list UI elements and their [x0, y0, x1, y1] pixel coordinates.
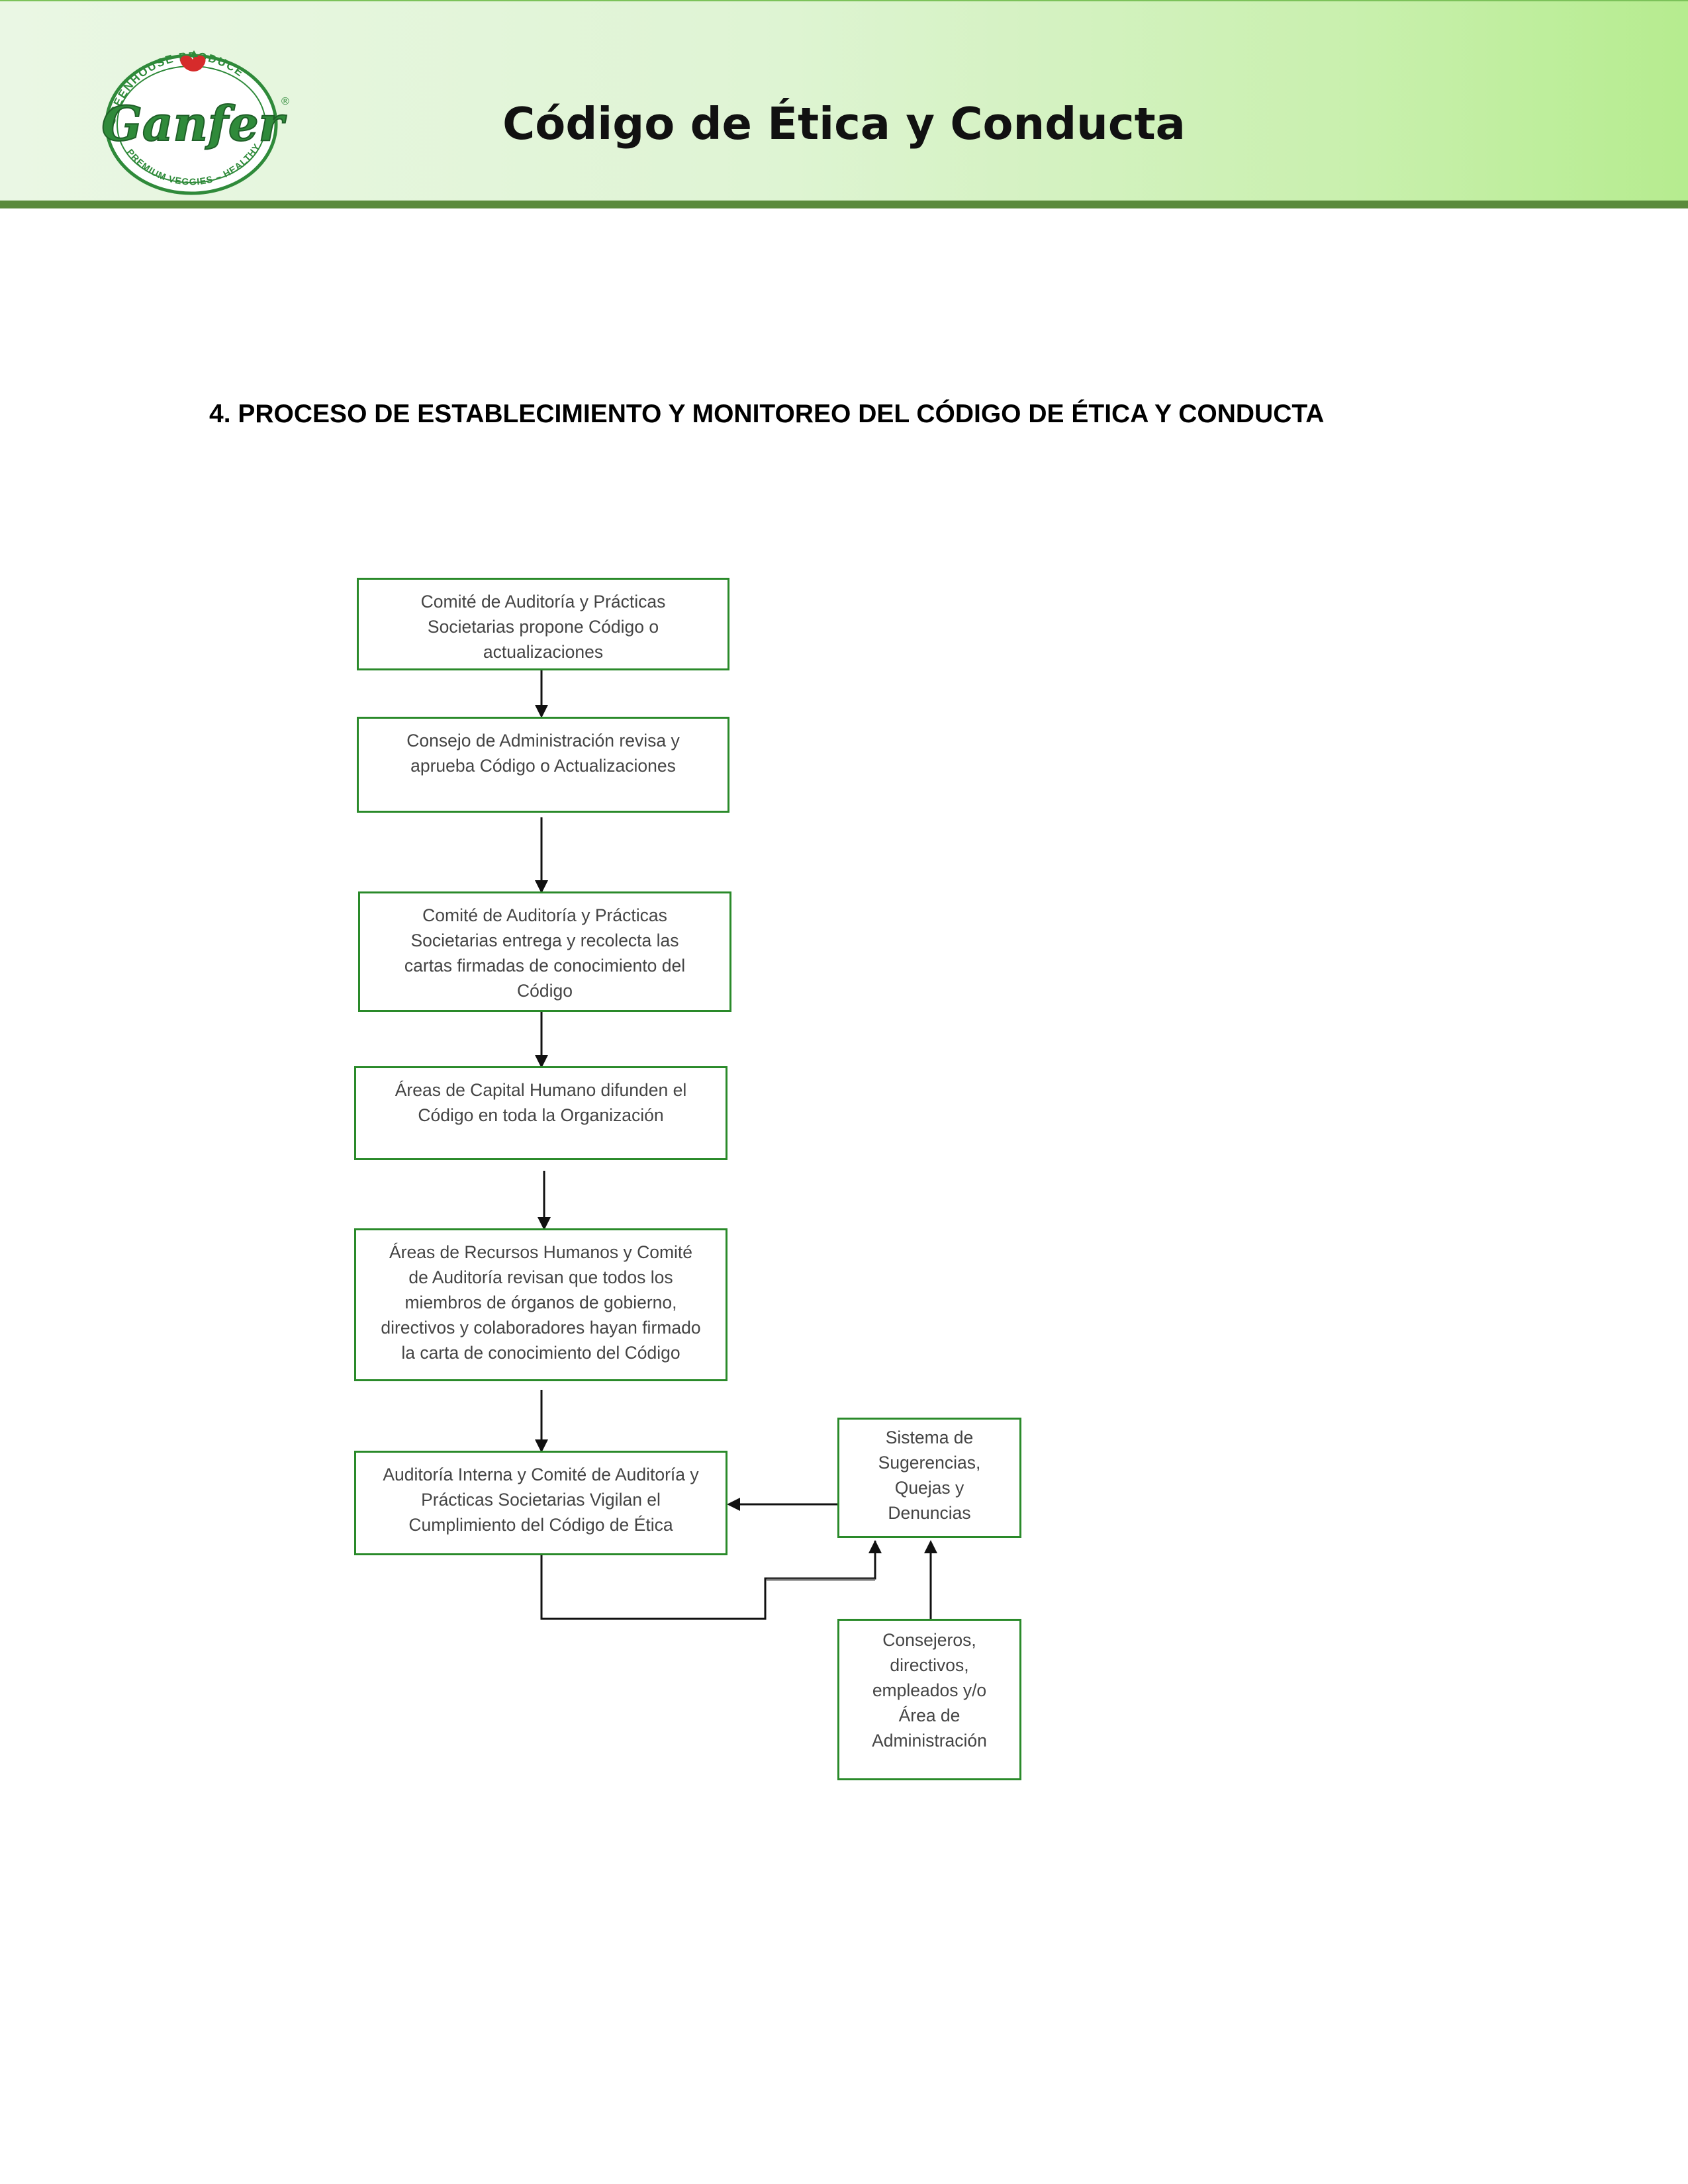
ganfer-logo: GREENHOUSE PRODUCE PREMIUM VEGGIES – HEA… — [83, 26, 289, 195]
flow-node-6: Auditoría Interna y Comité de Auditoría … — [354, 1451, 727, 1555]
section-heading: 4. PROCESO DE ESTABLECIMIENTO Y MONITORE… — [209, 400, 1325, 428]
flow-node-1: Comité de Auditoría y Prácticas Societar… — [357, 578, 729, 670]
elbow-n6-n7 — [540, 1541, 876, 1620]
header-rule — [0, 201, 1688, 208]
document-header — [0, 0, 1688, 202]
flow-node-7: Sistema de Sugerencias, Quejas y Denunci… — [837, 1418, 1021, 1538]
flow-node-2: Consejo de Administración revisa y aprue… — [357, 717, 729, 813]
flow-node-5: Áreas de Recursos Humanos y Comité de Au… — [354, 1228, 727, 1381]
svg-text:®: ® — [281, 96, 289, 107]
document-title: Código de Ética y Conducta — [502, 98, 1186, 150]
svg-text:Ganfer: Ganfer — [101, 95, 287, 152]
flow-node-8: Consejeros, directivos, empleados y/o Ár… — [837, 1619, 1021, 1780]
flow-node-3: Comité de Auditoría y Prácticas Societar… — [358, 891, 731, 1012]
flow-node-4: Áreas de Capital Humano difunden el Códi… — [354, 1066, 727, 1160]
